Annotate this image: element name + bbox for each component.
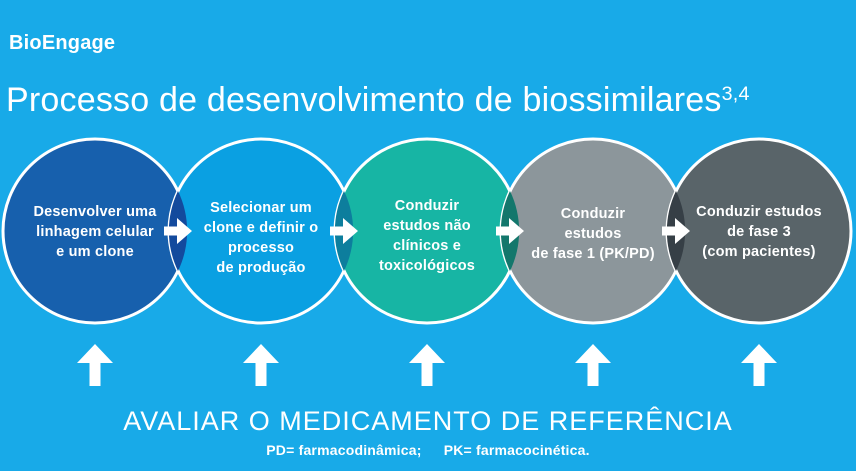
step-label-line: linhagem celular [36, 224, 154, 240]
step-label-line: estudos não [383, 218, 471, 234]
arrow-right-icon [662, 218, 690, 244]
arrow-right-icon [496, 218, 524, 244]
step-label-line: de fase 1 (PK/PD) [531, 246, 655, 262]
step-label-5: Conduzir estudos de fase 3 (com paciente… [671, 202, 847, 262]
arrow-right-icon [330, 218, 358, 244]
brand-logo-text: BioEngage [9, 32, 116, 54]
step-label-line: Conduzir estudos [696, 204, 822, 220]
step-label-line: processo [227, 240, 295, 256]
step-label-line: Desenvolver uma [33, 204, 157, 220]
arrow-up-icon [575, 344, 611, 386]
arrow-right-icon [164, 218, 192, 244]
arrow-up-icon [741, 344, 777, 386]
abbreviation-legend: PD= farmacodinâmica; PK= farmacocinética… [0, 442, 856, 458]
step-label-line: clínicos e [392, 238, 462, 254]
step-label-line: toxicológicos [378, 258, 476, 274]
legend-pk: PK= farmacocinética. [443, 442, 590, 458]
step-label-1: Desenvolver uma linhagem celular e um cl… [7, 202, 183, 262]
title-superscript: 3,4 [721, 83, 750, 106]
step-label-line: de fase 3 [727, 224, 791, 240]
step-label-line: e um clone [56, 244, 134, 260]
step-label-line: clone e definir o [203, 220, 319, 236]
step-label-line: Conduzir [394, 198, 460, 214]
step-label-4: Conduzir estudos de fase 1 (PK/PD) [505, 204, 681, 264]
arrow-up-icon [243, 344, 279, 386]
step-label-3: Conduzir estudos não clínicos e toxicoló… [339, 196, 515, 276]
reference-medicine-headline: AVALIAR O MEDICAMENTO DE REFERÊNCIA [123, 406, 733, 436]
step-label-line: Selecionar um [210, 200, 312, 216]
step-label-2: Selecionar um clone e definir o processo… [173, 198, 349, 278]
step-label-line: (com pacientes) [702, 244, 816, 260]
page-title-text: Processo de desenvolvimento de biossimil… [6, 81, 722, 119]
legend-pd: PD= farmacodinâmica; [266, 442, 422, 458]
arrow-up-icon [77, 344, 113, 386]
step-label-line: Conduzir [560, 206, 626, 222]
step-label-line: de produção [216, 260, 306, 276]
page-title: Processo de desenvolvimento de biossimil… [6, 81, 750, 120]
step-label-line: estudos [564, 226, 622, 242]
arrow-up-icon [409, 344, 445, 386]
